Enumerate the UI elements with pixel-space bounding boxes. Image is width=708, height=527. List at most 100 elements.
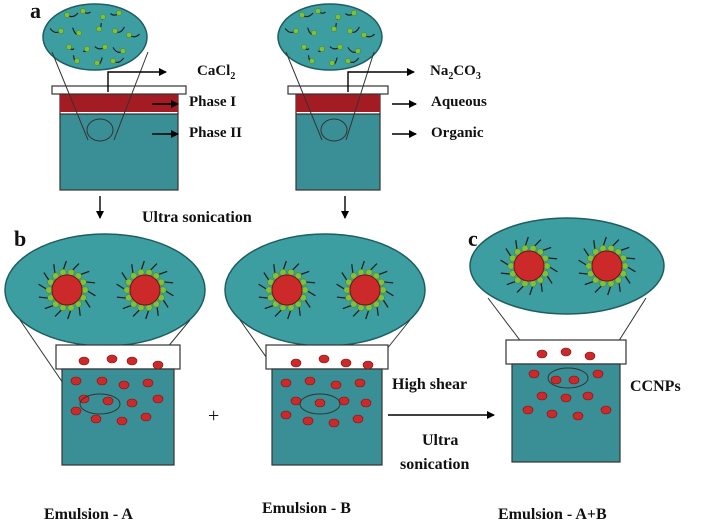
magnified-view-ccnps: [469, 217, 665, 315]
emulsion-droplet: [302, 416, 314, 426]
surfactant-head: [130, 272, 138, 280]
phase-one-label: Phase I: [189, 94, 237, 110]
emulsion-droplet: [126, 398, 138, 408]
droplet-core: [591, 250, 623, 282]
droplet-core: [271, 274, 303, 306]
emulsion-droplet: [560, 347, 572, 357]
surfactant-head: [614, 276, 622, 284]
beaker-right: [287, 85, 389, 191]
emulsion-droplet: [528, 369, 540, 379]
beaker-liquid: [59, 113, 179, 191]
emulsion-droplet: [340, 358, 352, 368]
surfactant-head: [58, 28, 64, 34]
surfactant-head: [621, 262, 629, 270]
process-ultra-sonication: Ultra sonication: [142, 209, 252, 226]
emulsion-droplet: [536, 391, 548, 401]
reagent-na2co3: Na2CO3: [430, 63, 481, 82]
panel-label-a: a: [30, 0, 41, 23]
product-ccnps: CCNPs: [630, 378, 681, 395]
surfactant-head: [81, 286, 89, 294]
zoom-circle-right: [320, 118, 348, 142]
surfactant-head: [152, 300, 160, 308]
emulsion-droplet: [582, 391, 594, 401]
surfactant-head: [614, 248, 622, 256]
emulsion-droplet: [572, 411, 584, 421]
top-oval: [277, 3, 383, 71]
zoom-cone-left: [51, 51, 149, 141]
surfactant-head: [536, 248, 544, 256]
phase-two-label: Phase II: [189, 125, 242, 141]
emulsion-droplet: [592, 369, 604, 379]
surfactant-head: [130, 300, 138, 308]
surfactant-head: [299, 12, 305, 18]
process-high-shear: High shear: [392, 376, 468, 393]
panel-label-c: c: [468, 226, 478, 251]
surfactant-head: [74, 300, 82, 308]
top-oval: [42, 3, 148, 71]
surfactant-head: [301, 286, 309, 294]
emulsion-droplet: [330, 380, 342, 390]
surfactant-head: [372, 300, 380, 308]
surfactant-head: [84, 46, 90, 52]
emulsion-droplet: [152, 394, 164, 404]
surfactant-head: [45, 286, 53, 294]
surfactant-head: [74, 272, 82, 280]
emulsion-droplet: [106, 354, 118, 364]
surfactant-head: [80, 8, 86, 14]
emulsion-droplet: [78, 356, 90, 366]
surfactant-head: [110, 58, 116, 64]
surfactant-head: [96, 26, 102, 32]
surfactant-head: [355, 48, 361, 54]
surfactant-head: [102, 44, 108, 50]
emulsion-droplet: [96, 376, 108, 386]
zoom-circle-emulsion-b: [299, 393, 341, 415]
micelle: [500, 236, 558, 296]
surfactant-head: [329, 60, 335, 66]
red-phase-layer: [60, 94, 178, 112]
emulsion-droplet: [280, 378, 292, 388]
zoom-circle-emulsion-a: [79, 393, 121, 415]
process-sonication: sonication: [400, 456, 470, 473]
micelle: [38, 260, 96, 320]
emulsion-droplet: [290, 396, 302, 406]
emulsion-droplet: [304, 376, 316, 386]
surfactant-head: [536, 276, 544, 284]
red-phase-layer: [296, 94, 380, 112]
magnified-view-emulsion-a: [4, 233, 206, 347]
surfactant-head: [66, 44, 72, 50]
beaker-emulsion-a: [55, 344, 181, 466]
surfactant-head: [372, 272, 380, 280]
emulsion-droplet: [600, 405, 612, 415]
surfactant-head: [52, 272, 60, 280]
surfactant-head: [76, 30, 82, 36]
micelle: [336, 260, 394, 320]
surfactant-head: [592, 248, 600, 256]
surfactant-head: [350, 272, 358, 280]
emulsion-droplet: [362, 360, 374, 370]
surfactant-head: [116, 10, 122, 16]
emulsion-droplet: [560, 393, 572, 403]
emulsion-droplet: [328, 418, 340, 428]
magnified-oval: [469, 217, 665, 315]
beaker-emulsion-b: [265, 344, 389, 466]
emulsion-droplet: [546, 409, 558, 419]
emulsion-droplet: [118, 380, 130, 390]
surfactant-head: [585, 262, 593, 270]
surfactant-head: [301, 44, 307, 50]
reagent-cacl2: CaCl2: [197, 63, 236, 82]
aqueous-label: Aqueous: [431, 94, 487, 110]
emulsion-droplet: [354, 378, 366, 388]
surfactant-head: [52, 300, 60, 308]
emulsion-droplet: [290, 358, 302, 368]
droplet-core: [513, 250, 545, 282]
micelle: [258, 260, 316, 320]
emulsion-droplet: [568, 375, 580, 385]
magnified-oval: [224, 233, 426, 347]
surfactant-head: [94, 60, 100, 66]
beaker-liquid: [61, 368, 175, 466]
droplet-core: [51, 274, 83, 306]
surfactant-head: [272, 272, 280, 280]
surfactant-head: [309, 58, 315, 64]
surfactant-head: [514, 248, 522, 256]
